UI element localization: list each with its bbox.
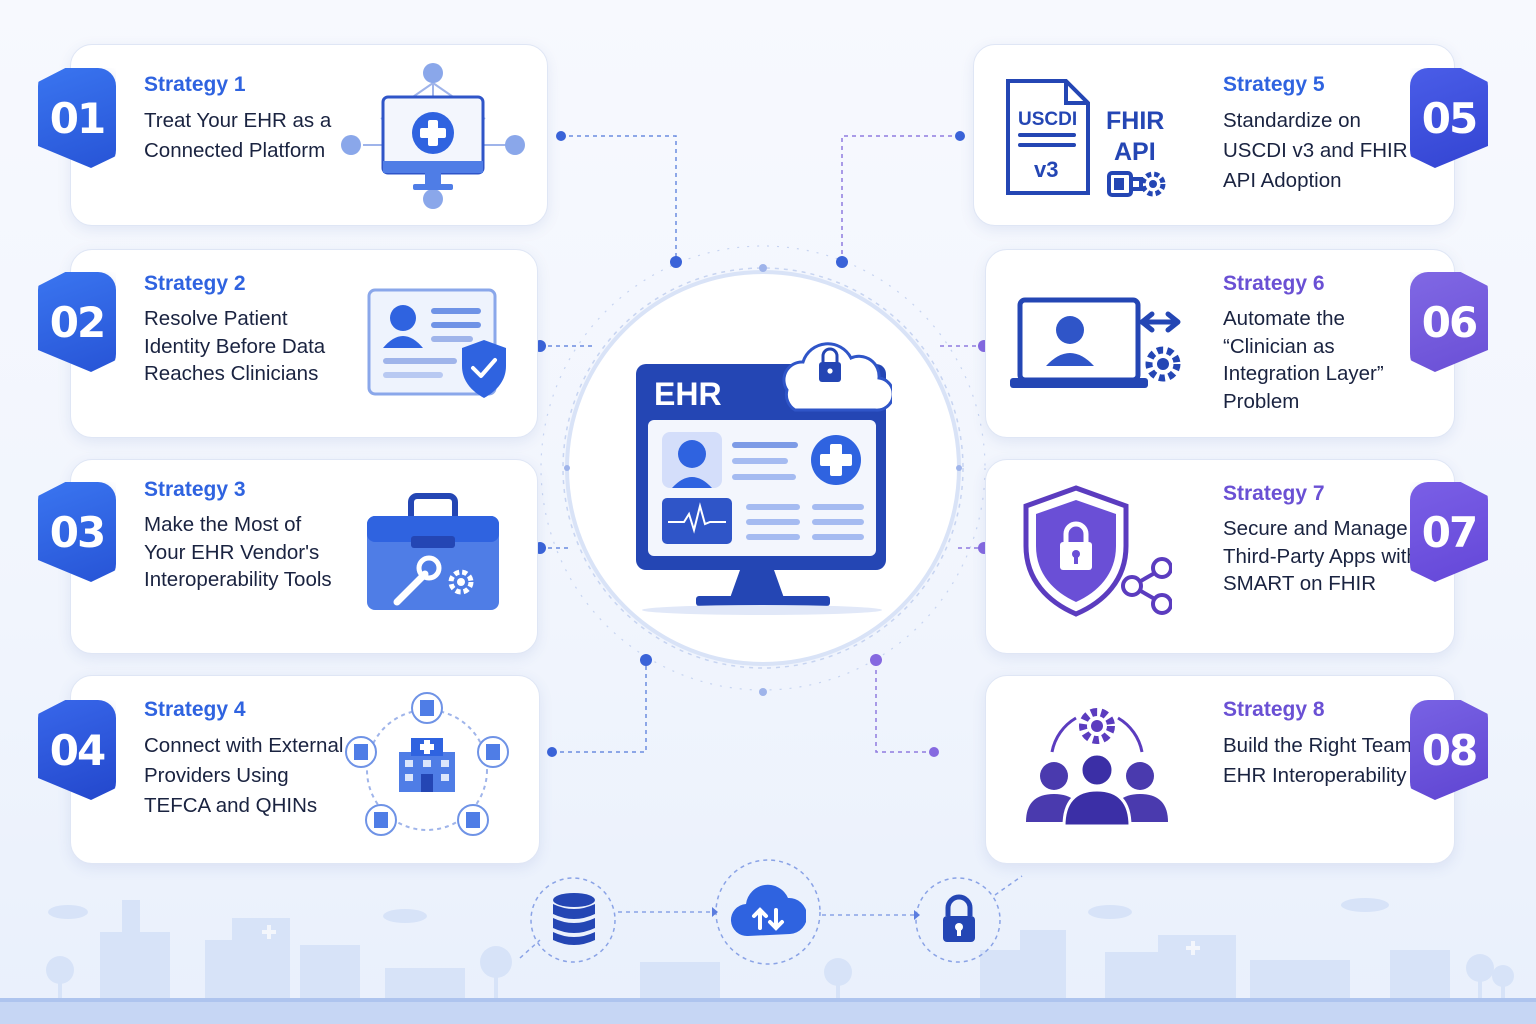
strategy-card-3[interactable]: Strategy 3 Make the Most of Your EHR Ven… [70,459,538,654]
strategy-label: Strategy 1 [144,73,246,96]
strategy-title: Build the Right Team for EHR Interoperab… [1223,734,1442,787]
fhir-label: FHIR [1106,107,1165,135]
connected-monitor-icon [333,57,533,217]
provider-network-icon [339,686,515,856]
ehr-center-label: EHR [654,376,722,412]
api-gear-icon [1106,167,1170,203]
strategy-card-6[interactable]: Strategy 6 Automate the “Clinician as In… [985,249,1455,438]
strategy-card-5[interactable]: USCDI v3 FHIR API Strategy 5 Standardize… [973,44,1455,226]
strategy-title: Standardize on USCDI v3 and FHIR API Ado… [1223,109,1408,192]
strategy-number-badge-7: 07 [1410,482,1488,582]
api-label: API [1114,138,1156,166]
strategy-card-2[interactable]: Strategy 2 Resolve Patient Identity Befo… [70,249,538,438]
team-gear-icon [1022,702,1172,832]
strategy-number-badge-8: 08 [1410,700,1488,800]
database-icon [550,892,598,948]
strategy-number-badge-4: 04 [38,700,116,800]
uscdi-label: USCDI [1018,109,1078,130]
strategy-label: Strategy 5 [1223,73,1325,96]
cloud-sync-icon [730,884,806,940]
strategy-label: Strategy 8 [1223,698,1325,721]
strategy-card-1[interactable]: Strategy 1 Treat Your EHR as a Connected… [70,44,548,226]
strategy-title: Resolve Patient Identity Before Data Rea… [144,307,326,385]
strategy-label: Strategy 6 [1223,272,1325,295]
strategy-title: Make the Most of Your EHR Vendor's Inter… [144,513,332,591]
strategy-title: Treat Your EHR as a Connected Platform [144,109,332,162]
strategy-card-7[interactable]: Strategy 7 Secure and Manage Third-Party… [985,459,1455,654]
strategy-label: Strategy 3 [144,478,246,501]
strategy-card-4[interactable]: Strategy 4 Connect with External Provide… [70,675,540,864]
id-card-shield-icon [363,286,513,406]
strategy-card-8[interactable]: Strategy 8 Build the Right Team for EHR … [985,675,1455,864]
lock-icon [940,894,978,944]
laptop-user-sync-icon [1008,296,1188,396]
strategy-label: Strategy 7 [1223,482,1325,505]
strategy-number-badge-5: 05 [1410,68,1488,168]
strategy-number-badge-1: 01 [38,68,116,168]
uscdi-document-icon [1004,77,1094,197]
strategy-title: Secure and Manage Third-Party Apps with … [1223,517,1418,595]
strategy-number-badge-2: 02 [38,272,116,372]
strategy-number-badge-3: 03 [38,482,116,582]
shield-lock-share-icon [1022,484,1172,624]
strategy-number-badge-6: 06 [1410,272,1488,372]
strategy-title: Connect with External Providers Using TE… [144,734,344,817]
toolbox-icon [363,492,503,616]
strategy-title: Automate the “Clinician as Integration L… [1223,307,1384,413]
ehr-monitor-icon [622,318,892,618]
uscdi-version-label: v3 [1034,157,1059,182]
strategy-label: Strategy 4 [144,698,246,721]
strategy-label: Strategy 2 [144,272,246,295]
city-skyline [46,898,1514,998]
